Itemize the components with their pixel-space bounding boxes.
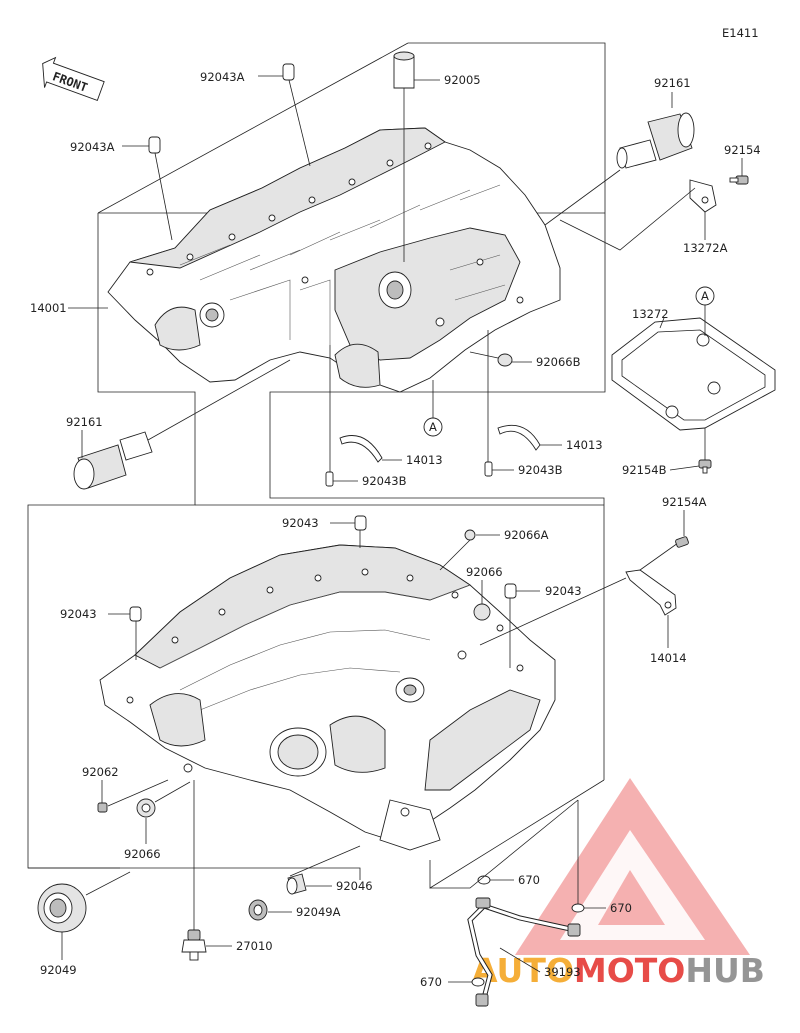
label-92005: 92005 (444, 73, 481, 87)
label-14013-b: 14013 (566, 438, 603, 452)
ref-A-circle-top (695, 286, 715, 306)
parts-lower (37, 510, 689, 1007)
upper-crankcase (107, 127, 561, 393)
label-39193: 39193 (544, 965, 581, 979)
label-92066A: 92066A (504, 528, 549, 542)
label-92154B: 92154B (622, 463, 667, 477)
label-14014: 14014 (650, 651, 687, 665)
pipe-39193 (467, 897, 581, 1007)
seal-92049 (37, 883, 87, 933)
bearing-92046 (286, 873, 307, 895)
bracket-13272A (689, 179, 717, 213)
label-92154: 92154 (724, 143, 761, 157)
plug-92066A (464, 529, 476, 541)
watermark-triangle-core (598, 870, 665, 925)
label-92066-a: 92066 (466, 565, 503, 579)
bearing-14013-a (339, 435, 383, 463)
dowel-92043A-left (148, 136, 161, 154)
parts-upper: A A (73, 51, 776, 490)
o-ring-670-c (471, 977, 485, 987)
label-670-c: 670 (420, 975, 442, 989)
dowel-92043-c (504, 583, 517, 599)
label-13272: 13272 (632, 307, 669, 321)
label-92043A-top: 92043A (200, 70, 245, 84)
bolt-92154B (698, 459, 712, 474)
front-arrow-icon: FRONT (42, 56, 105, 102)
label-92043-c: 92043 (545, 584, 582, 598)
label-14013-a: 14013 (406, 453, 443, 467)
ref-A-bottom: A (429, 420, 437, 434)
label-92062: 92062 (82, 765, 119, 779)
dowel-92043B-a (325, 471, 334, 487)
label-92161-left: 92161 (66, 415, 103, 429)
label-92043-a: 92043 (282, 516, 319, 530)
shaft-92161-top (616, 112, 695, 169)
seal-92049A (248, 899, 268, 921)
watermark-moto: MOTO (574, 951, 685, 990)
plug-92062 (97, 802, 108, 813)
watermark-logo: AUTOMOTOHUB (472, 778, 765, 990)
bracket-14014 (625, 569, 677, 616)
label-27010: 27010 (236, 939, 273, 953)
label-14001: 14001 (30, 301, 67, 315)
label-670-a: 670 (518, 873, 540, 887)
label-92161-top: 92161 (654, 76, 691, 90)
label-92049A: 92049A (296, 905, 341, 919)
watermark-hub: HUB (685, 951, 765, 990)
bolt-92154 (729, 175, 749, 185)
label-92049: 92049 (40, 963, 77, 977)
label-92066B: 92066B (536, 355, 581, 369)
dowel-92043B-b (484, 461, 493, 477)
dowel-92043-a (354, 515, 367, 531)
label-92043-b: 92043 (60, 607, 97, 621)
o-ring-670-b (571, 903, 585, 913)
plug-92066B (497, 353, 513, 367)
label-92043B-b: 92043B (518, 463, 563, 477)
label-92154A: 92154A (662, 495, 707, 509)
watermark-text: AUTOMOTOHUB (472, 951, 765, 990)
bushing-92005 (393, 55, 415, 89)
dowel-92043A-top (282, 63, 295, 81)
diagram-id: E1411 (722, 26, 759, 40)
bearing-14013-b (497, 424, 541, 451)
bolt-92154A (675, 536, 689, 548)
switch-27010 (181, 929, 207, 961)
shaft-92161-left (73, 431, 153, 490)
label-92046: 92046 (336, 879, 373, 893)
dowel-92043-b (129, 606, 142, 622)
plug-92066-a (473, 603, 491, 621)
label-92043B-a: 92043B (362, 474, 407, 488)
label-92043A-left: 92043A (70, 140, 115, 154)
lower-crankcase (99, 544, 556, 851)
label-13272A: 13272A (683, 241, 728, 255)
label-92066-b: 92066 (124, 847, 161, 861)
label-670-b: 670 (610, 901, 632, 915)
part-labels: 92043A 92043A 92005 92161 92154 13272A 1… (30, 70, 761, 989)
cover-13272 (611, 317, 776, 431)
ref-A-top: A (701, 289, 709, 303)
